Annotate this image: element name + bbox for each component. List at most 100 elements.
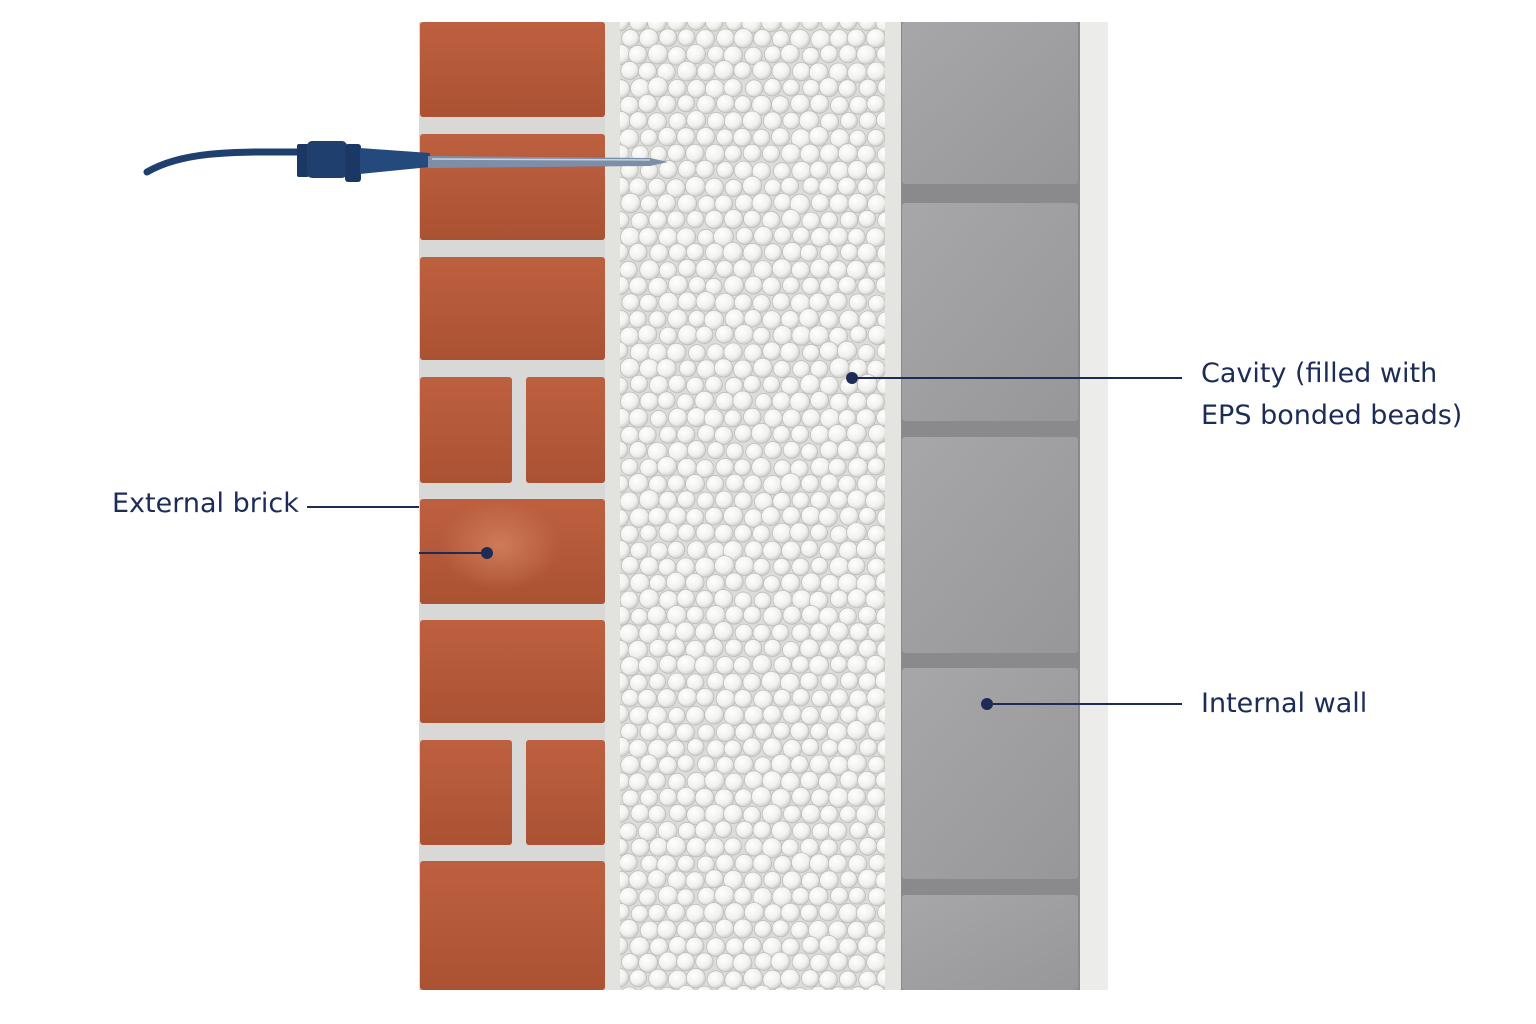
eps-bead bbox=[715, 655, 735, 675]
eps-bead bbox=[799, 373, 821, 395]
eps-bead bbox=[677, 258, 697, 278]
eps-bead bbox=[790, 93, 811, 114]
eps-bead bbox=[791, 260, 811, 280]
eps-bead bbox=[621, 689, 640, 708]
eps-bead bbox=[620, 357, 640, 378]
eps-bead bbox=[791, 688, 810, 707]
brick-half bbox=[420, 377, 512, 483]
eps-bead bbox=[723, 342, 743, 362]
eps-bead bbox=[837, 79, 857, 98]
eps-bead bbox=[789, 522, 810, 543]
eps-bead bbox=[647, 706, 668, 727]
eps-bead bbox=[649, 937, 669, 957]
eps-bead bbox=[876, 408, 885, 427]
eps-bead bbox=[847, 920, 867, 941]
eps-bead bbox=[638, 952, 659, 973]
eps-bead bbox=[828, 226, 849, 247]
eps-bead bbox=[732, 259, 753, 279]
eps-bead bbox=[761, 803, 783, 825]
eps-bead bbox=[819, 705, 840, 725]
eps-bead bbox=[809, 754, 830, 775]
eps-bead bbox=[752, 357, 773, 378]
eps-bead bbox=[838, 607, 857, 626]
eps-bead bbox=[752, 326, 771, 345]
eps-bead bbox=[810, 491, 829, 511]
eps-bead bbox=[762, 737, 783, 758]
eps-bead bbox=[865, 392, 885, 412]
eps-bead bbox=[865, 589, 885, 611]
eps-bead bbox=[780, 376, 800, 396]
eps-bead bbox=[752, 853, 773, 874]
eps-bead bbox=[856, 704, 877, 725]
eps-bead bbox=[743, 375, 762, 394]
eps-bead bbox=[799, 903, 819, 922]
eps-bead bbox=[733, 689, 753, 708]
eps-bead bbox=[846, 522, 867, 543]
eps-bead bbox=[735, 985, 753, 990]
eps-bead bbox=[839, 210, 859, 230]
eps-bead bbox=[789, 721, 810, 742]
eps-bead bbox=[686, 376, 705, 396]
eps-bead bbox=[714, 425, 734, 445]
eps-bead bbox=[659, 326, 678, 345]
eps-bead bbox=[827, 457, 847, 477]
eps-bead bbox=[762, 540, 782, 561]
eps-bead bbox=[773, 226, 792, 245]
eps-bead bbox=[723, 209, 744, 229]
eps-bead bbox=[846, 423, 867, 444]
eps-bead bbox=[846, 654, 867, 675]
eps-bead bbox=[875, 606, 885, 628]
eps-bead bbox=[753, 225, 774, 246]
eps-bead bbox=[733, 293, 753, 312]
eps-bead bbox=[818, 772, 838, 792]
eps-bead bbox=[753, 591, 772, 610]
eps-bead bbox=[846, 720, 867, 741]
eps-bead bbox=[773, 855, 792, 874]
eps-bead bbox=[666, 739, 686, 759]
eps-bead bbox=[668, 374, 687, 394]
eps-bead bbox=[754, 722, 773, 741]
eps-bead bbox=[703, 309, 725, 331]
eps-bead bbox=[657, 885, 679, 907]
eps-bead bbox=[630, 837, 650, 857]
label-leaders bbox=[307, 372, 1182, 710]
eps-bead bbox=[752, 820, 772, 840]
eps-bead bbox=[620, 211, 630, 230]
eps-bead bbox=[743, 968, 764, 989]
eps-bead bbox=[820, 211, 839, 230]
eps-bead bbox=[695, 159, 715, 179]
eps-bead bbox=[876, 145, 885, 164]
eps-bead bbox=[876, 376, 885, 396]
eps-bead bbox=[667, 706, 686, 725]
eps-bead bbox=[668, 803, 688, 823]
eps-bead bbox=[620, 440, 629, 459]
eps-bead bbox=[771, 391, 792, 411]
eps-bead bbox=[742, 737, 762, 757]
eps-bead bbox=[875, 670, 885, 691]
eps-bead bbox=[867, 887, 885, 907]
eps-bead bbox=[876, 937, 885, 956]
eps-bead bbox=[829, 655, 848, 674]
eps-bead bbox=[723, 870, 744, 891]
eps-bead bbox=[732, 656, 752, 675]
eps-bead bbox=[828, 291, 848, 312]
eps-bead bbox=[649, 243, 669, 263]
eps-bead bbox=[697, 755, 716, 774]
eps-bead bbox=[772, 325, 793, 346]
eps-bead bbox=[830, 886, 849, 906]
eps-bead bbox=[868, 294, 885, 313]
eps-bead bbox=[801, 572, 822, 593]
eps-bead bbox=[696, 855, 715, 874]
eps-bead bbox=[628, 870, 649, 890]
eps-bead bbox=[829, 357, 850, 379]
eps-bead bbox=[760, 506, 781, 526]
eps-bead bbox=[620, 260, 638, 280]
eps-bead bbox=[677, 28, 696, 47]
eps-bead bbox=[819, 310, 839, 330]
eps-bead bbox=[866, 787, 885, 807]
eps-bead bbox=[686, 738, 705, 756]
eps-bead bbox=[836, 340, 858, 361]
eps-bead bbox=[780, 838, 800, 857]
eps-bead bbox=[676, 425, 696, 445]
eps-bead bbox=[808, 886, 829, 907]
